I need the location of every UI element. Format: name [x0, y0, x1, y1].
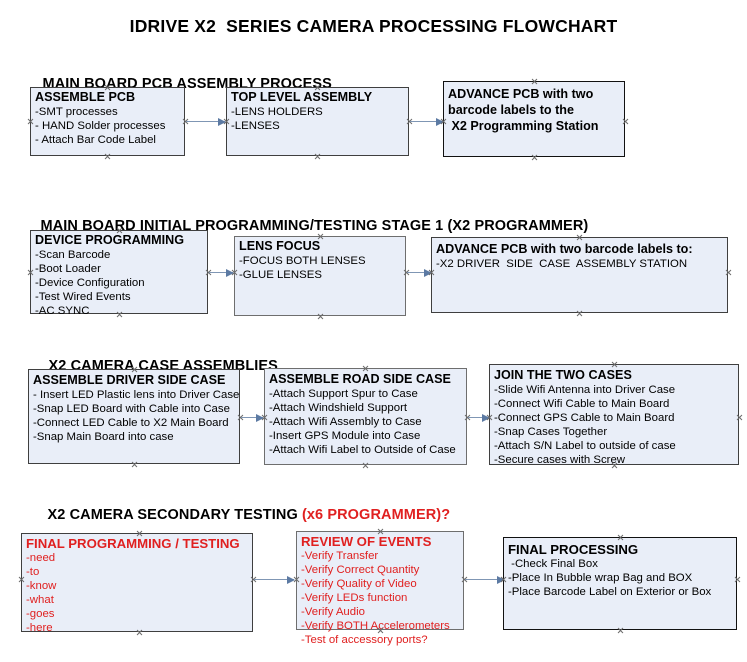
process-box-assemble-driver-side-case[interactable]: ASSEMBLE DRIVER SIDE CASE - Insert LED P…	[28, 369, 240, 464]
box-line-overflow: -Test of accessory ports?	[301, 634, 428, 646]
connector-arrow	[410, 117, 444, 126]
box-line: -here	[26, 622, 53, 634]
box-line: -Place In Bubble wrap Bag and BOX	[508, 572, 693, 584]
box-line: -what	[26, 594, 54, 606]
box-line: -Verify Correct Quantity	[301, 564, 420, 576]
box-line: -need	[26, 552, 56, 564]
connector-arrow	[209, 268, 234, 277]
box-line: -LENSES	[231, 120, 280, 132]
box-line: -Verify Quality of Video	[301, 578, 417, 590]
connector-arrow	[465, 575, 505, 584]
section-heading-4: X2 CAMERA SECONDARY TESTING (x6 PROGRAMM…	[31, 491, 451, 539]
box-line: -Attach S/N Label to outside of case	[494, 440, 676, 452]
box-title: ASSEMBLE DRIVER SIDE CASE	[33, 373, 226, 387]
box-title: JOIN THE TWO CASES	[494, 368, 632, 382]
process-box-device-programming[interactable]: DEVICE PROGRAMMING -Scan Barcode -Boot L…	[30, 230, 208, 317]
box-line: -Connect LED Cable to X2 Main Board	[33, 417, 229, 429]
process-box-assemble-pcb[interactable]: ASSEMBLE PCB -SMT processes - HAND Solde…	[30, 87, 185, 156]
box-line: -goes	[26, 608, 55, 620]
box-title: REVIEW OF EVENTS	[301, 534, 432, 549]
box-line: -Connect GPS Cable to Main Board	[494, 412, 675, 424]
box-line: -to	[26, 566, 40, 578]
connector-arrow	[241, 413, 264, 422]
box-line: -Snap Cases Together	[494, 426, 608, 438]
process-box-assemble-road-side-case[interactable]: ASSEMBLE ROAD SIDE CASE -Attach Support …	[264, 368, 467, 465]
box-line: -Verify Audio	[301, 606, 365, 618]
process-box-join-the-two-cases[interactable]: JOIN THE TWO CASES -Slide Wifi Antenna i…	[489, 364, 739, 466]
section-heading-4-text: X2 CAMERA SECONDARY TESTING	[47, 507, 302, 523]
process-box-review-of-events[interactable]: REVIEW OF EVENTS -Verify Transfer -Verif…	[296, 531, 464, 646]
box-title: ASSEMBLE PCB	[35, 90, 136, 104]
process-box-final-processing[interactable]: FINAL PROCESSING -Check Final Box -Place…	[503, 537, 737, 630]
section-heading-4-accent: (x6 PROGRAMMER)?	[301, 507, 451, 523]
connector-arrow	[186, 117, 226, 126]
box-title: FINAL PROGRAMMING / TESTING	[26, 536, 240, 551]
box-line: -Secure cases with Screw	[494, 454, 626, 466]
box-line: -Place Barcode Label on Exterior or Box	[508, 586, 712, 598]
box-line: -Check Final Box	[508, 558, 598, 570]
box-title: DEVICE PROGRAMMING	[35, 233, 185, 247]
box-line: -FOCUS BOTH LENSES	[239, 255, 366, 267]
process-box-top-level-assembly[interactable]: TOP LEVEL ASSEMBLY -LENS HOLDERS -LENSES	[226, 87, 409, 156]
connector-arrow	[468, 413, 490, 422]
box-line: -Attach Wifi Label to Outside of Case	[269, 444, 456, 456]
box-line: -Verify Transfer	[301, 550, 379, 562]
box-line: X2 Programming Station	[448, 119, 599, 133]
box-line: -Device Configuration	[35, 277, 145, 289]
box-line: -LENS HOLDERS	[231, 106, 323, 118]
box-title: FINAL PROCESSING	[508, 542, 639, 557]
box-title: ADVANCE PCB with two	[448, 87, 594, 101]
box-line: - Insert LED Plastic lens into Driver Ca…	[33, 389, 240, 401]
box-line: - HAND Solder processes	[35, 120, 166, 132]
box-line: - Attach Bar Code Label	[35, 134, 156, 146]
connector-arrow	[407, 268, 432, 277]
box-line: -know	[26, 580, 57, 592]
process-box-advance-pcb-driver-side-station[interactable]: ADVANCE PCB with two barcode labels to: …	[431, 237, 728, 313]
box-line: -Attach Windshield Support	[269, 402, 408, 414]
box-title: ADVANCE PCB with two barcode labels to:	[436, 242, 693, 256]
box-line: -Attach Wifi Assembly to Case	[269, 416, 422, 428]
process-box-lens-focus[interactable]: LENS FOCUS -FOCUS BOTH LENSES -GLUE LENS…	[234, 236, 406, 316]
process-box-advance-pcb-programming-station[interactable]: ADVANCE PCB with two barcode labels to t…	[443, 81, 625, 157]
page-title: IDRIVE X2 SERIES CAMERA PROCESSING FLOWC…	[129, 16, 618, 36]
box-line: -SMT processes	[35, 106, 118, 118]
box-line: barcode labels to the	[448, 103, 574, 117]
box-line: -Test Wired Events	[35, 291, 131, 303]
box-line: -Scan Barcode	[35, 249, 111, 261]
box-line: -Attach Support Spur to Case	[269, 388, 418, 400]
box-line: -Boot Loader	[35, 263, 101, 275]
connector-arrow	[254, 575, 295, 584]
box-line: -X2 DRIVER SIDE CASE ASSEMBLY STATION	[436, 258, 688, 270]
box-line: -Verify LEDs function	[301, 592, 408, 604]
box-line: -Insert GPS Module into Case	[269, 430, 421, 442]
box-line: -GLUE LENSES	[239, 269, 322, 281]
box-title: LENS FOCUS	[239, 239, 321, 253]
process-box-final-programming-testing[interactable]: FINAL PROGRAMMING / TESTING -need -to -k…	[21, 533, 253, 634]
box-title: ASSEMBLE ROAD SIDE CASE	[269, 372, 451, 386]
box-line: -Verify BOTH Accelerometers	[301, 620, 450, 632]
box-line: -Slide Wifi Antenna into Driver Case	[494, 384, 676, 396]
box-title: TOP LEVEL ASSEMBLY	[231, 90, 373, 104]
box-line: -Snap Main Board into case	[33, 431, 174, 443]
box-line: -Connect Wifi Cable to Main Board	[494, 398, 670, 410]
box-line: -AC SYNC	[35, 305, 90, 317]
box-line: -Snap LED Board with Cable into Case	[33, 403, 230, 415]
